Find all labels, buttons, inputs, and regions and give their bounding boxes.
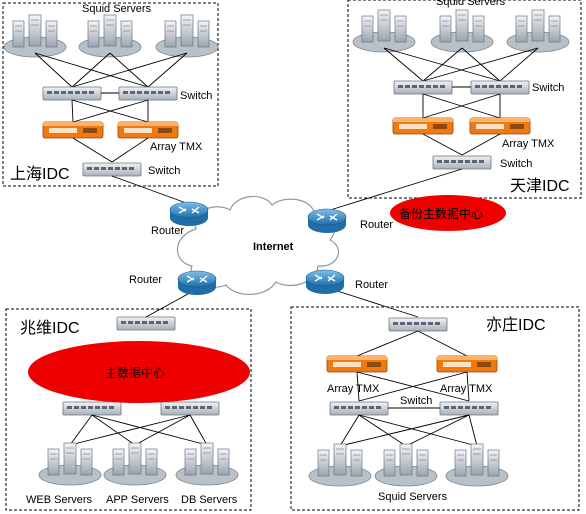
squid-server-icon [78,14,142,58]
yizhuang-switch-label: Switch [400,395,432,407]
array-tmx-icon [392,117,454,135]
router-label: Router [151,225,184,237]
app-server-icon [103,442,167,486]
switch-icon [62,401,122,416]
squid-server-icon [506,9,570,53]
zhaowei-idc-frame [5,308,252,511]
switch-icon [439,401,499,416]
backup-datacenter-overlay [390,195,506,231]
router-icon [169,201,209,227]
main-datacenter-overlay [28,341,250,403]
switch-icon [388,317,448,332]
tianjin-idc: Squid Servers Switch Array TMX Switch 天津… [347,0,582,199]
tianjin-switch-label: Switch [532,82,564,94]
yizhuang-servers-label: Squid Servers [378,491,448,503]
db-servers-label: DB Servers [181,494,238,506]
switch-icon [393,80,453,95]
array-tmx-icon [326,355,388,373]
internet-label: Internet [253,241,294,253]
switch-icon [118,86,178,101]
squid-server-icon [445,443,509,487]
router-label: Router [355,279,388,291]
db-server-icon [175,442,239,486]
shanghai-servers-label: Squid Servers [82,3,152,15]
switch-icon [432,155,492,170]
tianjin-tmx-label: Array TMX [502,138,555,150]
switch-icon [329,401,389,416]
squid-server-icon [3,14,67,58]
switch-icon [160,401,220,416]
squid-server-icon [155,14,219,58]
tianjin-idc-label: 天津IDC [510,177,570,195]
zhaowei-idc-label: 兆维IDC [20,319,80,337]
array-tmx-icon [436,355,498,373]
squid-server-icon [352,9,416,53]
tianjin-switch2-label: Switch [500,158,532,170]
yizhuang-idc-frame [290,306,580,511]
yizhuang-tmx-left-label: Array TMX [327,383,380,395]
backup-datacenter-label: 备份主数据中心 [399,206,483,221]
shanghai-idc-label: 上海IDC [10,165,70,183]
array-tmx-icon [42,121,104,139]
shanghai-idc-frame [2,2,219,187]
switch-icon [82,162,142,177]
squid-server-icon [374,443,438,487]
array-tmx-icon [117,121,179,139]
squid-server-icon [308,443,372,487]
switch-icon [42,86,102,101]
yizhuang-idc: 亦庄IDC Array TMX Array TMX Switch Squid S… [290,306,580,511]
yizhuang-idc-label: 亦庄IDC [486,316,546,334]
zhaowei-idc: 兆维IDC WEB Servers APP Servers DB Servers… [5,308,252,511]
web-servers-label: WEB Servers [26,494,93,506]
array-tmx-icon [469,117,531,135]
shanghai-switch2-label: Switch [148,165,180,177]
router-label: Router [360,219,393,231]
router-icon [177,270,217,296]
router-icon [305,269,345,295]
app-servers-label: APP Servers [106,494,169,506]
main-datacenter-label: 主数据中心 [105,365,165,380]
squid-server-icon [430,9,494,53]
tianjin-servers-label: Squid Servers [436,0,506,8]
router-icon [307,208,347,234]
yizhuang-tmx-right-label: Array TMX [440,383,493,395]
shanghai-switch-label: Switch [180,90,212,102]
shanghai-idc: Squid Servers Switch Array TMX Switch 上海… [2,2,219,187]
switch-icon [470,80,530,95]
shanghai-tmx-label: Array TMX [150,141,203,153]
router-label: Router [129,274,162,286]
web-server-icon [38,442,102,486]
switch-icon [116,316,176,331]
